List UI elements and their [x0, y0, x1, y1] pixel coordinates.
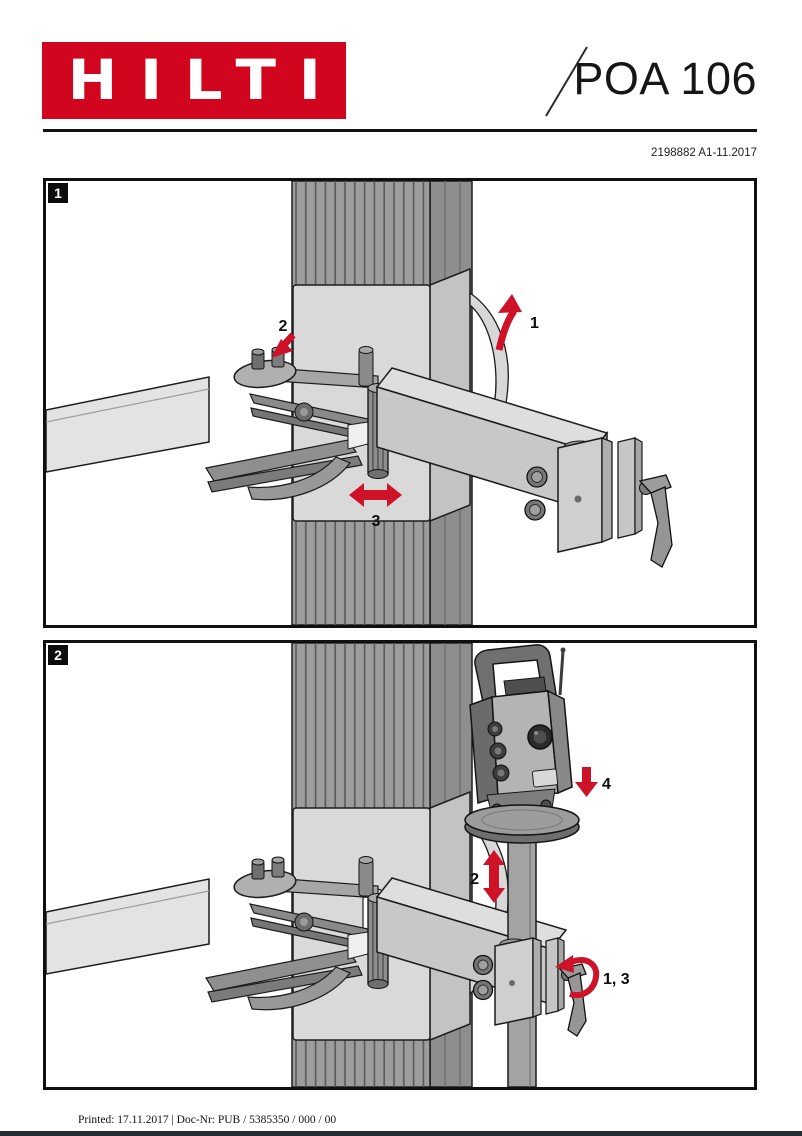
- rotate-lever-arrow-icon: [555, 955, 600, 998]
- figure-badge: 1: [48, 183, 68, 203]
- print-info: Printed: 17.11.2017 | Doc-Nr: PUB / 5385…: [78, 1114, 337, 1126]
- doc-reference: 2198882 A1-11.2017: [651, 147, 757, 159]
- figure-panel-2: 4 2 1, 3 2: [43, 640, 757, 1090]
- display-screen: [531, 768, 559, 788]
- callout-label-13: 1, 3: [603, 971, 630, 988]
- pole-clamp: [494, 937, 587, 1037]
- hilti-wordmark: HILTI: [67, 48, 344, 112]
- product-title: POA 106: [573, 53, 757, 104]
- callout-label-4: 4: [602, 776, 611, 793]
- page-bottom-bar: [0, 1131, 802, 1136]
- antenna: [558, 650, 565, 696]
- callout-label-2b: 2: [470, 871, 479, 888]
- updown-arrow-icon: [483, 850, 505, 903]
- figure-2-illustration: 4 2 1, 3: [46, 643, 630, 1087]
- down-arrow-icon: [575, 767, 598, 797]
- callout-label-1: 1: [530, 315, 539, 332]
- slide-leftright-arrow-icon: [349, 483, 402, 507]
- figure-1-illustration: 1 2 3: [46, 181, 673, 625]
- strap-arm-left: [46, 878, 210, 975]
- pole-clamp: [557, 436, 673, 568]
- hilti-logo: HILTI: [42, 42, 346, 119]
- strap-ratchet: [205, 346, 389, 501]
- press-down-arrow-icon: [271, 332, 296, 358]
- figure-badge: 2: [48, 645, 68, 665]
- total-station: [464, 644, 580, 844]
- header-rule: [43, 129, 757, 132]
- strap-arm-left: [46, 376, 210, 473]
- slash-icon: [545, 46, 588, 117]
- rotate-curve-arrow-icon: [495, 294, 522, 351]
- figure-panel-1: 1 2 3 1: [43, 178, 757, 628]
- callout-label-3: 3: [372, 513, 381, 530]
- callout-label-2: 2: [279, 318, 288, 335]
